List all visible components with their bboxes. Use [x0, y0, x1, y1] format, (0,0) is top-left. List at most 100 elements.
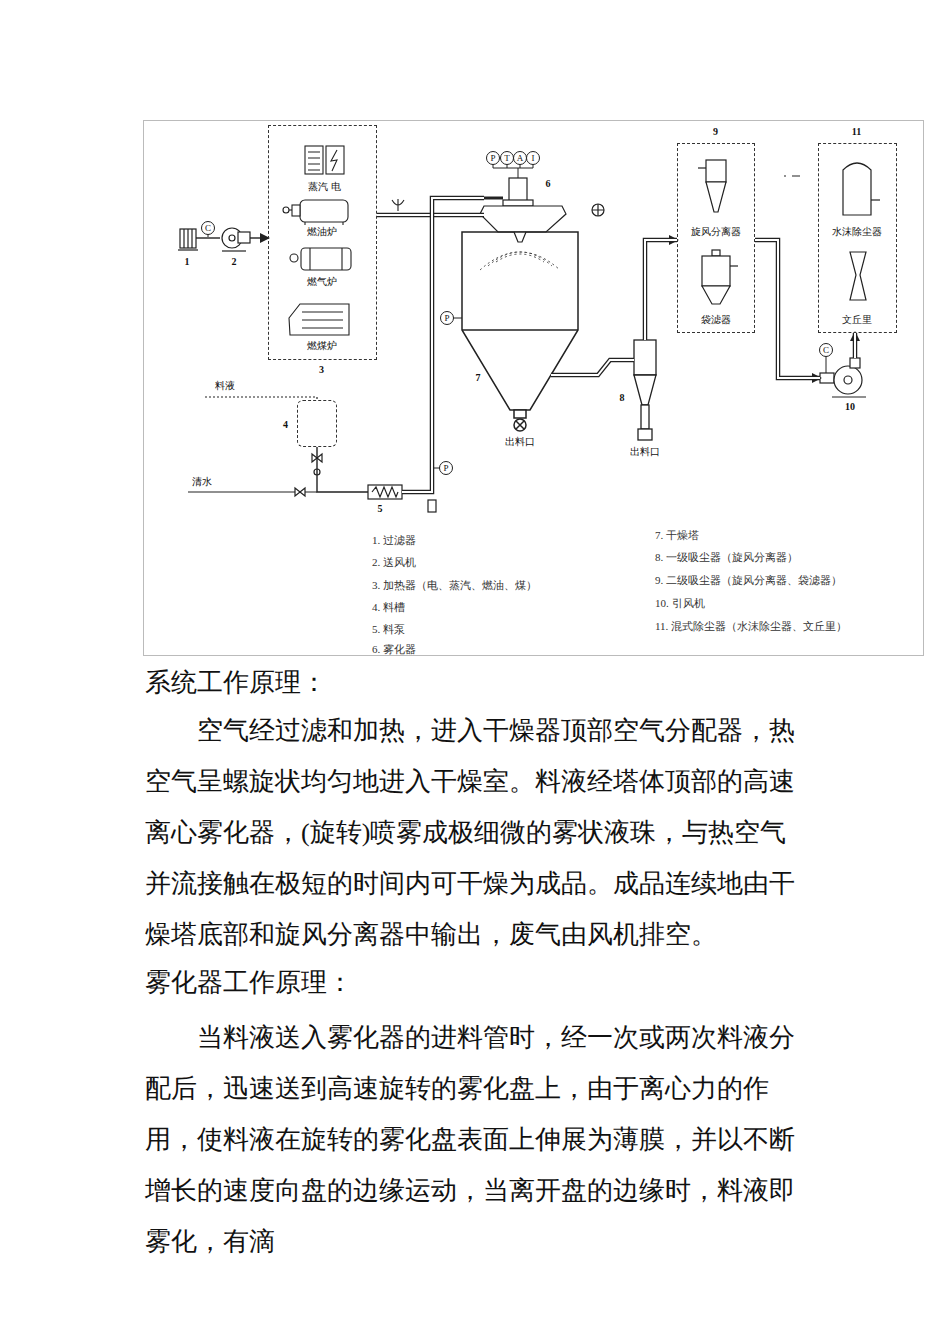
secondary-collectors [706, 182, 726, 212]
secondary-collectors [712, 250, 720, 256]
heater-icons [300, 200, 348, 222]
heater-icons [290, 254, 298, 262]
feed-lines [295, 488, 305, 496]
equipment-label: 袋滤器 [701, 314, 731, 326]
thermometer-symbol [392, 199, 404, 211]
collector-item: 水沫除尘器 [825, 152, 890, 240]
drying-tower [551, 373, 580, 378]
heater-icons [301, 248, 351, 270]
drying-tower [514, 410, 526, 418]
heater-icons [326, 146, 344, 174]
gauge-letter: P [443, 463, 448, 474]
wet-scrubbers [843, 163, 871, 215]
gauge-symbol [454, 318, 463, 319]
wet-scrubbers [784, 175, 800, 176]
thermometer-symbol [392, 199, 404, 211]
heater-icons [304, 222, 305, 225]
equipment-label: 燃油炉 [307, 226, 337, 238]
heater-icons [283, 146, 351, 335]
wet-collector: 11水沫除尘器文丘里 [818, 143, 897, 333]
atomizer-drawing [480, 206, 566, 232]
atomizer-drawing [484, 197, 503, 200]
heater-icons [305, 146, 323, 174]
heater-icons [292, 205, 300, 216]
filter-symbol [180, 229, 196, 248]
drying-tower [462, 232, 580, 431]
collector-item: 旋风分离器 [684, 152, 748, 240]
gauge-symbol [441, 312, 454, 325]
heater-item: 燃油炉 [282, 196, 365, 240]
heater-icons [302, 312, 343, 328]
pipe-connector [580, 360, 634, 375]
gauge-symbol [514, 152, 527, 165]
gauge-symbol [820, 344, 833, 357]
secondary-collectors [706, 160, 726, 182]
equipment-label: 燃气炉 [307, 276, 337, 288]
heater-icons [342, 222, 343, 225]
drying-tower [462, 329, 578, 331]
pipe-connector [196, 238, 220, 239]
atomizer-drawing [514, 232, 526, 242]
pipe-line [196, 237, 220, 238]
legend-item: 9. 二级吸尘器（旋风分离器、袋滤器） [655, 574, 842, 587]
gauge-symbol [527, 152, 540, 165]
feed-tank: 4 [297, 400, 337, 447]
blower-symbol [229, 235, 235, 241]
pipe-connector [855, 333, 856, 358]
spray-pattern [488, 252, 552, 266]
gauge-symbol [501, 152, 514, 165]
gauge-letter: A [517, 153, 524, 164]
exhaust-fan [834, 366, 862, 394]
collector-item: 袋滤器 [684, 248, 748, 328]
section-heading: 雾化器工作原理： [145, 968, 353, 998]
exhaust-fan [844, 376, 852, 384]
collector-item: 文丘里 [825, 248, 890, 328]
gauge-symbol [493, 165, 533, 179]
pipe-bore [580, 360, 634, 375]
gauge-symbol [434, 468, 440, 469]
heater-icons [289, 209, 292, 210]
supply-blower: 2 [220, 224, 250, 252]
legend-item: 8. 一级吸尘器（旋风分离器） [655, 551, 798, 564]
secondary-collectors [698, 167, 706, 168]
pipe-connector [402, 198, 484, 492]
gauge-letter: C [823, 345, 829, 356]
pump-symbol [368, 485, 402, 499]
legend-item: 3. 加热器（电、蒸汽、燃油、煤） [372, 579, 537, 592]
exhaust-fan [820, 358, 866, 397]
pipe-bore [645, 240, 677, 340]
body-paragraph: 空气经过滤和加热，进入干燥器顶部空气分配器，热空气呈螺旋状均匀地进入干燥室。料液… [145, 705, 807, 960]
gauge-letter: P [490, 153, 495, 164]
callout-number: 5 [378, 503, 383, 515]
equipment-label: 水沫除尘器 [832, 226, 882, 238]
callout-number: 10 [845, 401, 855, 413]
pipe-line [645, 240, 677, 340]
gauge-symbol [208, 235, 209, 238]
line-label: 料液 [215, 380, 235, 392]
atomizer: 6 [484, 172, 562, 232]
figure-frame [144, 121, 924, 656]
primary-cyclone [634, 340, 656, 440]
legend-item: 2. 送风机 [372, 556, 416, 569]
drying-tower [516, 421, 524, 429]
equipment-label: 旋风分离器 [691, 226, 741, 238]
blower-symbol [222, 250, 246, 251]
pump-symbol [372, 487, 398, 497]
heater-icons [308, 152, 320, 170]
pipe-line [580, 360, 634, 375]
body-paragraph: 当料液送入雾化器的进料管时，经一次或两次料液分配后，迅速送到高速旋转的雾化盘上，… [145, 1012, 807, 1267]
gauge-symbol [202, 222, 215, 235]
spray-pattern [496, 254, 544, 262]
gauge-symbol [202, 152, 833, 475]
filter-symbol [178, 229, 198, 250]
callout-number: 6 [546, 178, 551, 190]
secondary-collectors [702, 256, 730, 286]
pipe-bore [854, 333, 856, 358]
callout-number: 4 [283, 419, 288, 431]
filter-symbol [178, 249, 198, 250]
heater-item: 燃气炉 [282, 243, 365, 290]
exhaust-fan [850, 358, 860, 368]
callout-number: 3 [319, 364, 324, 376]
equipment-label: 出料口 [630, 446, 660, 458]
